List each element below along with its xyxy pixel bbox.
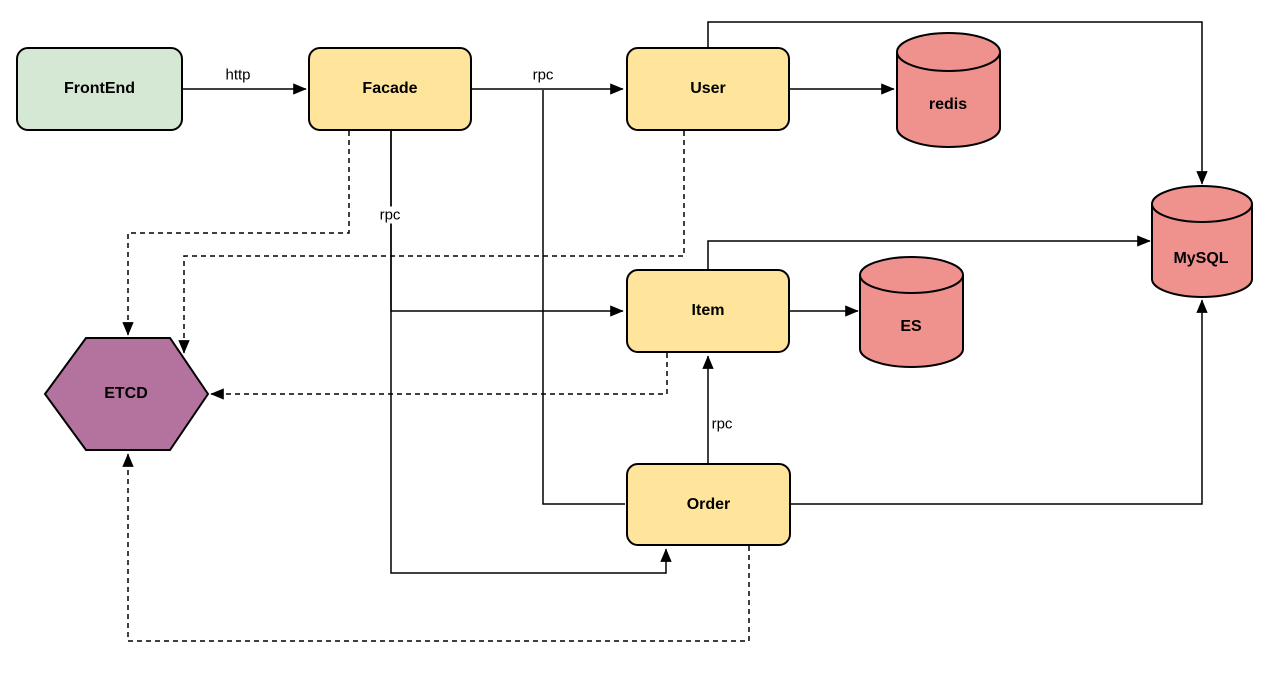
edge-facade-etcd [122,131,350,336]
edge-item-mysql [707,235,1151,269]
edge-facade-order-left [542,90,625,505]
edge-label-rpc-order-item: rpc [709,415,735,433]
edge-order-mysql [791,299,1208,505]
node-etcd-label: ETCD [104,385,148,402]
edge-label-rpc-facade-services: rpc [377,206,403,224]
redis-cylinder-shape [896,32,1001,148]
node-frontend-label: FrontEnd [63,80,136,97]
es-cylinder-shape [859,256,964,368]
edge-label-http: http [223,66,253,84]
redis-cylinder-rim [896,51,1001,72]
node-facade: Facade [308,47,472,131]
node-item: Item [626,269,790,353]
edge-order-etcd [122,453,750,642]
node-es-label: ES [900,318,922,335]
node-order-label: Order [686,495,731,513]
edge-item-etcd [210,353,668,400]
edge-facade-order-bottom [390,131,672,574]
node-user: User [626,47,790,131]
mysql-cylinder-shape [1151,185,1253,298]
edge-label-rpc-facade-user: rpc [530,66,556,84]
etcd-hexagon-shape [43,337,210,451]
node-order: Order [626,463,791,546]
node-user-label: User [690,80,726,97]
node-redis-label: redis [928,96,968,113]
node-facade-label: Facade [362,80,418,97]
mysql-cylinder-rim [1151,203,1253,223]
es-cylinder-rim [859,274,964,294]
edge-user-etcd [178,131,685,354]
node-item-label: Item [691,302,725,319]
node-frontend: FrontEnd [16,47,183,131]
node-mysql-label: MySQL [1173,250,1229,267]
edge-facade-item [390,131,624,317]
edge-user-mysql [707,21,1208,185]
